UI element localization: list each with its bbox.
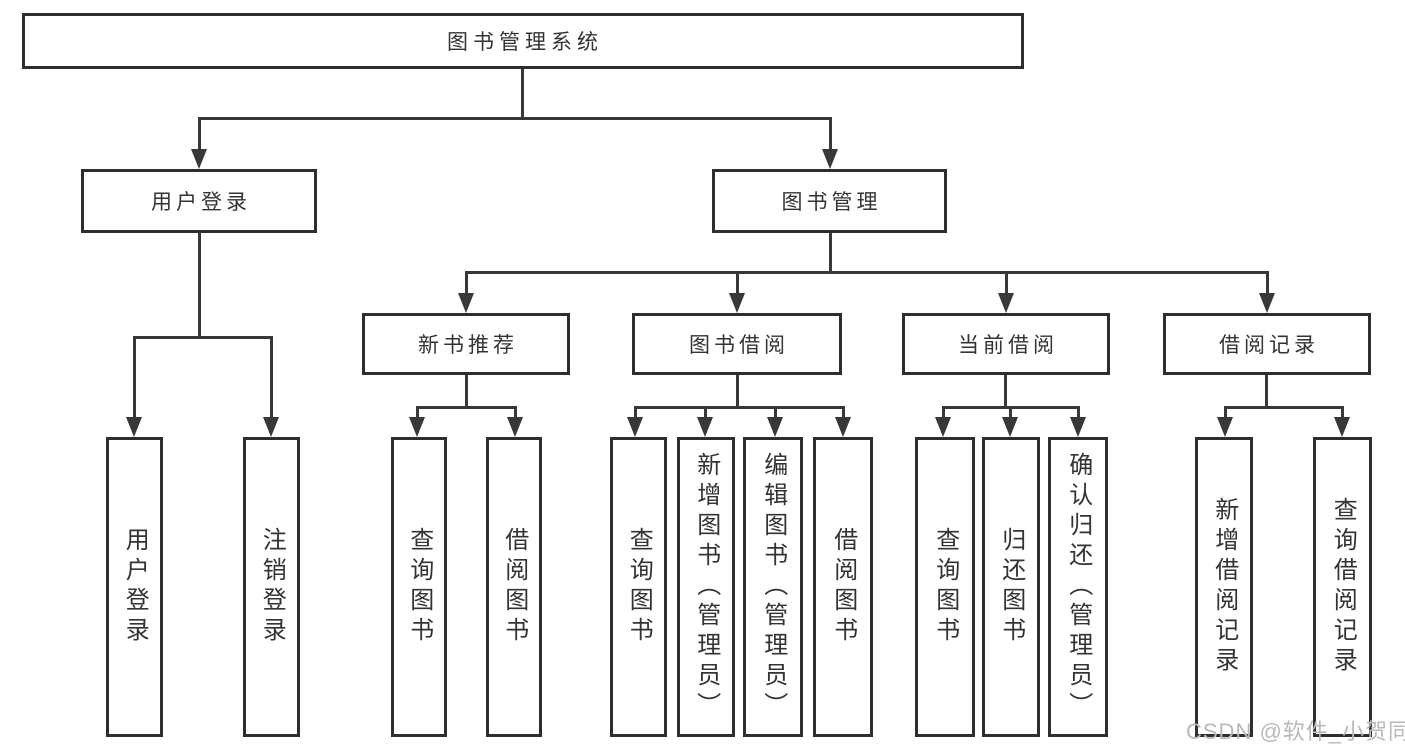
node-new-book-label: 新书推荐 (418, 334, 518, 357)
connector-l3-rail (465, 271, 1269, 274)
arrowhead-bb-edit (767, 417, 783, 437)
leaf-newbook-borrow: 借阅图书 (486, 437, 542, 737)
connector-records-rail (1224, 406, 1344, 409)
connector-to-bb-query (634, 406, 637, 419)
arrowhead-new-book (458, 293, 474, 313)
connector-to-user-login (198, 117, 201, 151)
leaf-current-query: 查询图书 (915, 437, 975, 737)
leaf-records-query-label: 查询借阅记录 (1329, 497, 1357, 677)
node-borrow-records-label: 借阅记录 (1219, 334, 1319, 357)
connector-book-borrow-rail (634, 406, 845, 409)
leaf-records-add: 新增借阅记录 (1195, 437, 1253, 737)
arrowhead-borrow-records (1259, 293, 1275, 313)
connector-to-current-borrow (1005, 271, 1008, 295)
node-borrow-records: 借阅记录 (1163, 313, 1371, 375)
connector-to-nb-borrow (514, 406, 517, 419)
arrowhead-current-borrow (998, 293, 1014, 313)
arrowhead-cb-confirm (1070, 417, 1086, 437)
connector-current-stem (1004, 375, 1007, 408)
leaf-borrow-edit-label: 编辑图书（管理员） (759, 452, 787, 722)
node-root-label: 图书管理系统 (447, 31, 603, 54)
leaf-records-add-label: 新增借阅记录 (1210, 497, 1238, 677)
connector-to-nb-query (416, 406, 419, 419)
arrowhead-cb-return (1002, 417, 1018, 437)
leaf-newbook-query: 查询图书 (391, 437, 447, 737)
connector-to-leaf-logout (270, 336, 273, 419)
connector-to-book-mgmt (829, 117, 832, 151)
node-user-login-label: 用户登录 (151, 191, 251, 214)
connector-new-book-stem (465, 375, 468, 408)
leaf-borrow-edit: 编辑图书（管理员） (743, 437, 803, 737)
arrowhead-bb-add (697, 417, 713, 437)
leaf-records-query: 查询借阅记录 (1313, 437, 1372, 737)
node-user-login: 用户登录 (81, 169, 317, 233)
connector-to-cb-query (942, 406, 945, 419)
connector-to-leaf-user-login (133, 336, 136, 419)
arrowhead-user-login (191, 149, 207, 169)
leaf-newbook-borrow-label: 借阅图书 (500, 527, 528, 647)
node-new-book: 新书推荐 (362, 313, 570, 375)
leaf-borrow-borrow: 借阅图书 (813, 437, 873, 737)
node-current-borrow-label: 当前借阅 (958, 334, 1058, 357)
connector-to-book-borrow (736, 271, 739, 295)
connector-user-login-stem (198, 232, 201, 338)
leaf-logout: 注销登录 (243, 437, 300, 737)
connector-records-stem (1265, 375, 1268, 408)
leaf-borrow-query-label: 查询图书 (625, 527, 653, 647)
connector-book-borrow-stem (736, 375, 739, 408)
leaf-current-confirm-label: 确认归还（管理员） (1064, 452, 1092, 722)
connector-user-login-rail (133, 336, 273, 339)
node-book-mgmt: 图书管理 (712, 169, 947, 233)
csdn-watermark: CSDN @软件_小贺同学 (1186, 719, 1405, 744)
arrowhead-book-mgmt (822, 149, 838, 169)
arrowhead-cb-query (935, 417, 951, 437)
leaf-user-login: 用户登录 (106, 437, 163, 737)
arrowhead-bb-query (627, 417, 643, 437)
connector-book-mgmt-stem (829, 233, 832, 274)
leaf-current-return: 归还图书 (982, 437, 1040, 737)
arrowhead-br-query (1334, 417, 1350, 437)
node-root: 图书管理系统 (22, 13, 1024, 69)
connector-to-borrow-records (1266, 271, 1269, 295)
node-book-mgmt-label: 图书管理 (781, 191, 882, 214)
leaf-borrow-add: 新增图书（管理员） (677, 437, 735, 737)
connector-new-book-rail (416, 406, 517, 409)
arrowhead-leaf-logout (263, 417, 279, 437)
connector-to-cb-confirm (1077, 406, 1080, 419)
connector-to-bb-edit (774, 406, 777, 419)
leaf-current-query-label: 查询图书 (931, 527, 959, 647)
leaf-newbook-query-label: 查询图书 (405, 527, 433, 647)
connector-to-br-add (1224, 406, 1227, 419)
leaf-borrow-add-label: 新增图书（管理员） (692, 452, 720, 722)
arrowhead-nb-borrow (507, 417, 523, 437)
connector-to-new-book (465, 271, 468, 295)
connector-to-cb-return (1009, 406, 1012, 419)
node-current-borrow: 当前借阅 (902, 313, 1110, 375)
leaf-borrow-query: 查询图书 (610, 437, 667, 737)
arrowhead-nb-query (409, 417, 425, 437)
arrowhead-bb-borrow (835, 417, 851, 437)
leaf-user-login-label: 用户登录 (121, 527, 149, 647)
arrowhead-book-borrow (729, 293, 745, 313)
connector-to-bb-add (704, 406, 707, 419)
leaf-current-return-label: 归还图书 (997, 527, 1025, 647)
connector-l2-rail (198, 117, 832, 120)
node-book-borrow-label: 图书借阅 (689, 334, 789, 357)
connector-root-stem (521, 69, 524, 119)
arrowhead-br-add (1217, 417, 1233, 437)
arrowhead-leaf-user-login (126, 417, 142, 437)
connector-to-br-query (1341, 406, 1344, 419)
leaf-borrow-borrow-label: 借阅图书 (829, 527, 857, 647)
leaf-logout-label: 注销登录 (258, 527, 286, 647)
node-book-borrow: 图书借阅 (632, 313, 842, 375)
leaf-current-confirm: 确认归还（管理员） (1048, 437, 1108, 737)
connector-to-bb-borrow (842, 406, 845, 419)
